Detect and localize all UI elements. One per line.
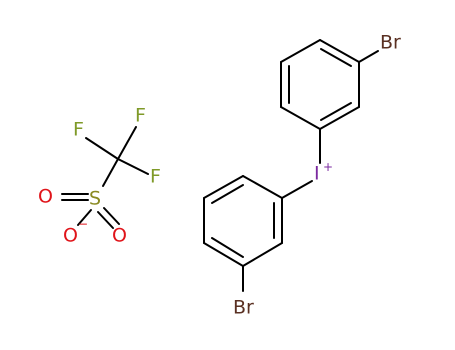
fluorine-atom-top: F: [135, 105, 146, 127]
triflate-bonds: [61, 126, 149, 229]
upper-benzene-ring: [280, 39, 360, 130]
oxygen-atom-left: O: [38, 186, 53, 208]
fluorine-atom-left: F: [73, 119, 84, 141]
sulfur-atom: S: [89, 188, 101, 210]
fluorine-atom-right: F: [150, 166, 161, 188]
iodine-charge: +: [323, 160, 333, 174]
bromine-atom-top: Br: [380, 32, 401, 54]
upper-c-br-bond: [358, 50, 379, 63]
oxygen-charge: −: [78, 217, 88, 231]
bromine-atom-bottom: Br: [233, 297, 254, 319]
iodine-atom: I: [314, 163, 320, 185]
lower-c-i-bond: [281, 180, 313, 199]
oxygen-atom-bottom-left: O: [63, 225, 78, 247]
lower-benzene-ring: [203, 175, 283, 267]
oxygen-atom-bottom-right: O: [112, 225, 127, 247]
